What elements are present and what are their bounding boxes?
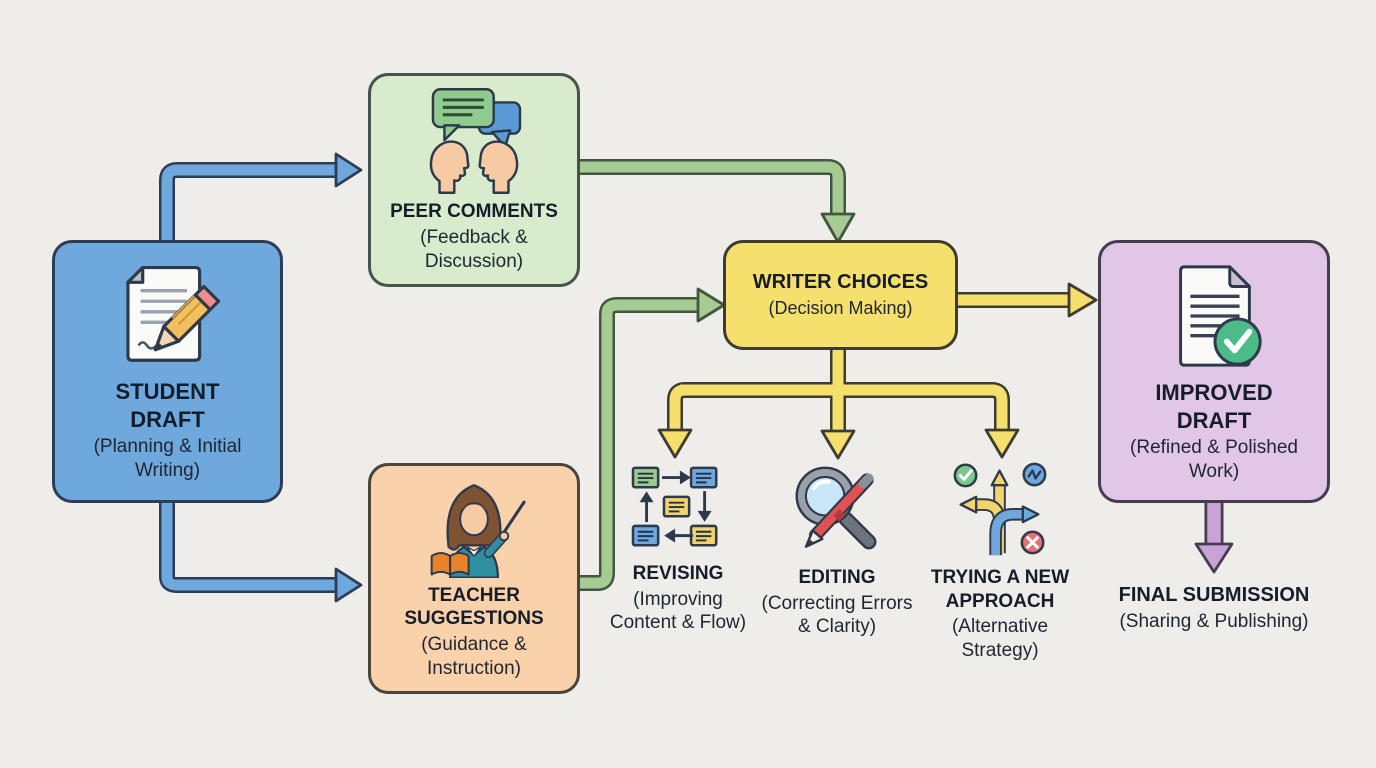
node-title: PEER COMMENTS — [390, 201, 558, 223]
node-title: EDITING — [798, 567, 876, 588]
node-subtitle: (Sharing & Publishing) — [1119, 610, 1309, 632]
branching-arrows-icon — [953, 462, 1047, 556]
arrow-peer-to-writer — [578, 159, 856, 244]
node-subtitle: (Feedback & Discussion) — [420, 227, 528, 273]
node-title: TRYING A NEW APPROACH — [930, 567, 1070, 612]
node-title: REVISING — [632, 563, 724, 584]
arrow-writer-to-improved — [956, 282, 1098, 318]
node-title: IMPROVED DRAFT — [1155, 380, 1273, 433]
node-trying-new-approach: TRYING A NEW APPROACH (Alternative Strat… — [905, 458, 1095, 663]
node-peer-comments: PEER COMMENTS (Feedback & Discussion) — [368, 73, 580, 287]
node-improved-draft: IMPROVED DRAFT (Refined & Polished Work) — [1098, 240, 1330, 503]
arrow-student-to-teacher — [159, 499, 363, 603]
node-title: TEACHER SUGGESTIONS — [404, 584, 544, 630]
arrow-teacher-to-writer — [578, 287, 726, 591]
node-subtitle: (Planning & Initial Writing) — [93, 436, 242, 481]
node-final-submission: FINAL SUBMISSION (Sharing & Publishing) — [1084, 583, 1344, 634]
document-checkmark-icon — [1179, 265, 1262, 367]
magnifier-pen-icon — [795, 466, 877, 550]
card-cycle-icon — [631, 466, 718, 547]
node-subtitle: (Alternative Strategy) — [951, 616, 1049, 662]
teacher-pointer-book-icon — [430, 484, 526, 578]
node-subtitle: (Decision Making) — [768, 298, 913, 319]
node-title: WRITER CHOICES — [752, 271, 929, 294]
node-revising: REVISING (Improving Content & Flow) — [598, 464, 758, 635]
node-title: FINAL SUBMISSION — [1118, 584, 1310, 606]
node-writer-choices: WRITER CHOICES (Decision Making) — [723, 240, 958, 350]
arrow-student-to-peer — [159, 152, 363, 244]
node-subtitle: (Correcting Errors & Clarity) — [761, 592, 913, 638]
arrow-writer-to-strategies — [657, 348, 1020, 460]
node-student-draft: STUDENT DRAFT (Planning & Initial Writin… — [52, 240, 283, 503]
speech-bubbles-faces-icon — [429, 88, 522, 194]
node-subtitle: (Guidance & Instruction) — [421, 634, 527, 680]
node-subtitle: (Refined & Polished Work) — [1130, 437, 1298, 482]
document-pencil-icon — [125, 266, 220, 362]
node-subtitle: (Improving Content & Flow) — [609, 588, 747, 634]
node-teacher-suggestions: TEACHER SUGGESTIONS (Guidance & Instruct… — [368, 463, 580, 694]
node-title: STUDENT DRAFT — [115, 379, 220, 432]
arrow-improved-to-final — [1194, 501, 1234, 574]
node-editing: EDITING (Correcting Errors & Clarity) — [757, 460, 917, 639]
